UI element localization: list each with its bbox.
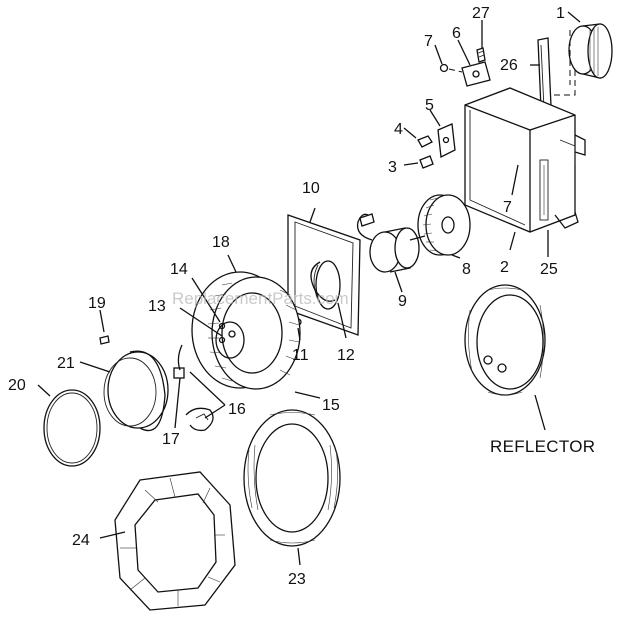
label-part-13: 13 (148, 298, 166, 315)
label-part-27: 27 (472, 5, 490, 22)
bracket-part-6 (461, 47, 491, 87)
grille-assembly-part-18 (191, 271, 301, 390)
gasket-ring-part-23 (243, 409, 341, 547)
label-part-15: 15 (322, 397, 340, 414)
label-part-16: 16 (228, 401, 246, 418)
motor-part-9 (356, 213, 426, 273)
label-part-21: 21 (57, 355, 75, 372)
blower-wheel-part-8 (417, 194, 471, 256)
label-part-4: 4 (394, 121, 403, 138)
label-part-10: 10 (302, 180, 320, 197)
label-part-19: 19 (88, 295, 106, 312)
label-part-1: 1 (556, 5, 565, 22)
label-part-25: 25 (540, 261, 558, 278)
duct-collar-part-1 (545, 23, 613, 96)
label-reflector: REFLECTOR (490, 437, 595, 456)
label-part-5: 5 (425, 97, 434, 114)
wire-harness-part-12 (310, 261, 336, 302)
clip-part-4 (417, 135, 433, 148)
reflector-part (464, 284, 546, 431)
label-part-18: 18 (212, 234, 230, 251)
screw-part-7-top (439, 63, 463, 73)
lamp-socket-part-17 (173, 344, 214, 432)
housing-box-part-2 (464, 87, 586, 233)
label-part-17: 17 (162, 431, 180, 448)
label-part-7-top: 7 (424, 33, 433, 50)
label-part-11: 11 (292, 347, 309, 364)
leader-lines (37, 11, 581, 566)
label-part-7-box: 7 (503, 199, 512, 216)
label-part-3: 3 (388, 159, 397, 176)
mounting-plate-part-10 (287, 214, 361, 336)
bracket-part-5 (437, 123, 456, 158)
label-part-24: 24 (72, 532, 90, 549)
label-part-12: 12 (337, 347, 355, 364)
label-part-6: 6 (452, 25, 461, 42)
screw-part-19 (99, 335, 110, 345)
label-part-20: 20 (8, 377, 26, 394)
label-part-14: 14 (170, 261, 188, 278)
watermark-text: ReplacementParts.com (172, 289, 349, 308)
label-part-8: 8 (462, 261, 471, 278)
label-part-23: 23 (288, 571, 306, 588)
octagon-trim-part-24 (114, 471, 236, 611)
label-part-2: 2 (500, 259, 509, 276)
trim-ring-part-20 (43, 389, 101, 467)
label-part-26: 26 (500, 57, 518, 74)
label-part-9: 9 (398, 293, 407, 310)
lens-part-21 (103, 350, 169, 432)
clip-part-3 (419, 155, 434, 169)
